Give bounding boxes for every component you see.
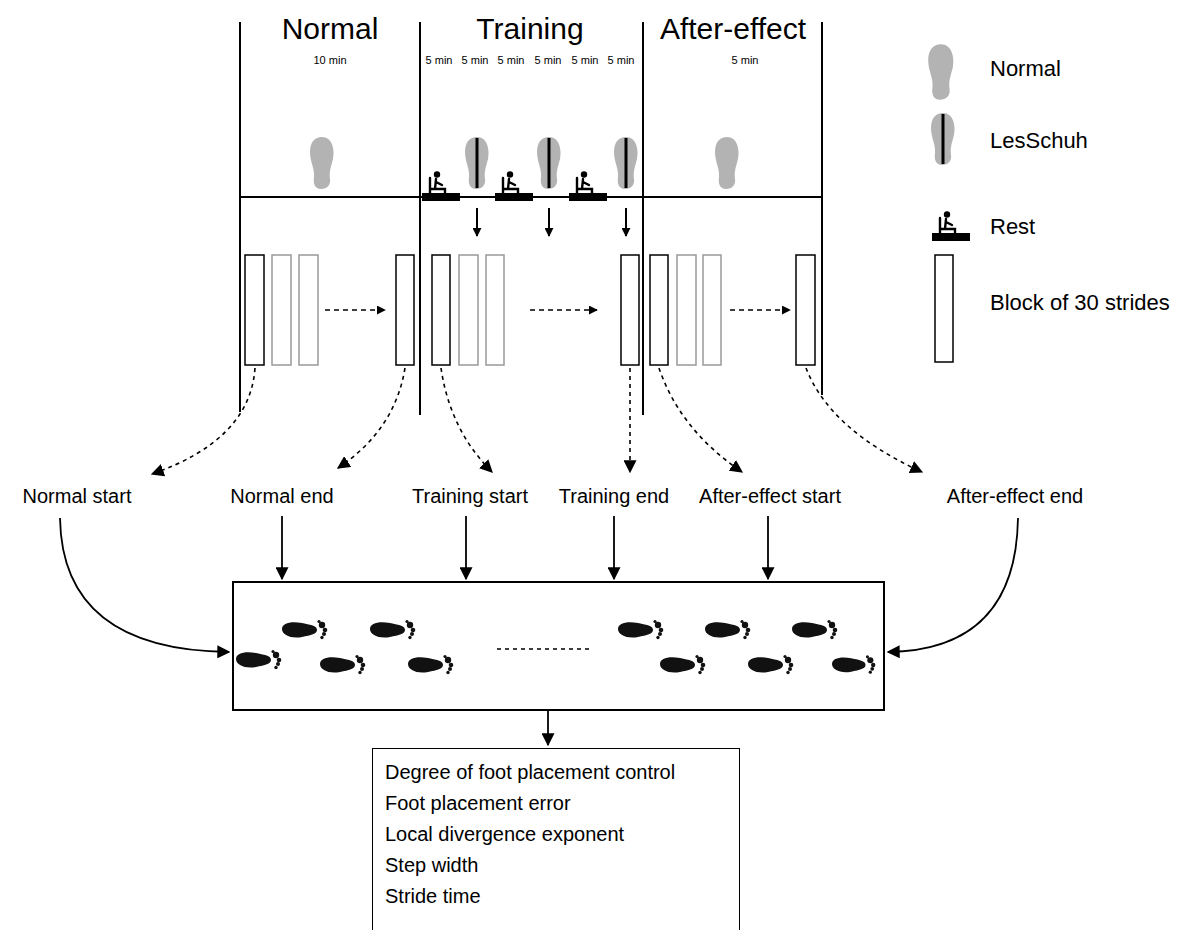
sample-label: Normal end: [230, 485, 333, 508]
outcome-measure: Step width: [385, 850, 727, 881]
duration-label: 5 min: [732, 54, 759, 67]
legend-text: Rest: [990, 214, 1035, 239]
duration-label: 5 min: [572, 54, 599, 67]
sample-label: Normal start: [23, 485, 132, 508]
outcome-measure: Foot placement error: [385, 788, 727, 819]
duration-label: 10 min: [313, 54, 346, 67]
outcome-measure: Degree of foot placement control: [385, 757, 727, 788]
sample-label: Training end: [559, 485, 669, 508]
legend-text: Normal: [990, 56, 1061, 81]
legend-text: LesSchuh: [990, 128, 1088, 153]
outcome-measure: Local divergence exponent: [385, 819, 727, 850]
legend-text: Block of 30 strides: [990, 290, 1170, 315]
phase-heading: Training: [476, 12, 583, 47]
sample-label: After-effect end: [947, 485, 1083, 508]
sample-label: Training start: [412, 485, 528, 508]
phase-heading: Normal: [282, 12, 379, 47]
sample-label: After-effect start: [699, 485, 841, 508]
duration-label: 5 min: [535, 54, 562, 67]
outcome-measure: Stride time: [385, 881, 727, 912]
duration-label: 5 min: [498, 54, 525, 67]
duration-label: 5 min: [608, 54, 635, 67]
phase-heading: After-effect: [660, 12, 806, 47]
duration-label: 5 min: [426, 54, 453, 67]
outcome-box: Degree of foot placement controlFoot pla…: [372, 748, 740, 930]
duration-label: 5 min: [462, 54, 489, 67]
